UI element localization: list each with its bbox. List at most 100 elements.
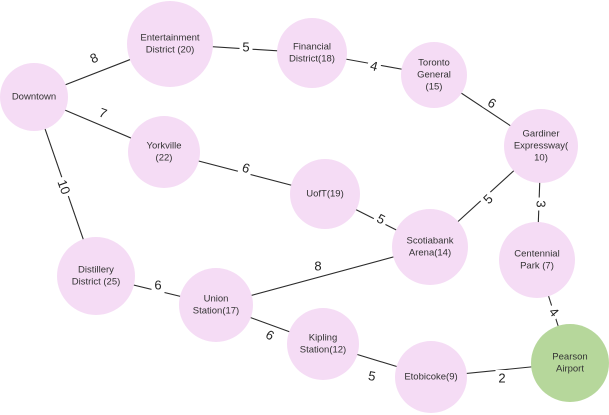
node-label-line: District(18) xyxy=(289,54,335,65)
node-circle xyxy=(290,159,360,229)
node-circle xyxy=(277,18,347,88)
node-label-line: Gardiner xyxy=(523,129,560,140)
edge-weight-downtown-entertainment: 8 xyxy=(84,48,104,68)
node-label-line: Toronto xyxy=(418,58,450,69)
edge-weight-bg xyxy=(364,366,380,386)
node-uoft[interactable]: UofT(19) xyxy=(290,159,360,229)
node-circle xyxy=(531,324,609,402)
node-label-line: General xyxy=(417,70,451,81)
node-etobicoke[interactable]: Etobicoke(9) xyxy=(395,341,467,413)
edge-weight-gardiner-centennial: 3 xyxy=(533,197,549,211)
edge-weight-label: 5 xyxy=(367,368,377,384)
node-circle xyxy=(57,237,135,315)
node-label-line: Station(12) xyxy=(300,345,346,356)
node-label-line: 10) xyxy=(534,153,548,164)
edge-weight-bg xyxy=(311,258,325,274)
edge-weight-etobicoke-pearson: 2 xyxy=(495,370,509,386)
edge-weight-bg xyxy=(53,174,75,200)
node-label-line: Station(17) xyxy=(193,306,239,317)
edge-weight-bg xyxy=(533,197,549,211)
edge-weight-downtown-yorkville: 7 xyxy=(94,103,112,123)
edge-weight-label: 8 xyxy=(314,259,321,274)
edge-weight-entertainment-financial: 5 xyxy=(239,39,253,55)
edge-weight-bg xyxy=(237,158,255,178)
node-label-line: UofT(19) xyxy=(306,189,343,200)
node-circle xyxy=(499,222,575,298)
edge-weight-bg xyxy=(495,370,509,386)
node-circle xyxy=(401,42,467,108)
edge-weight-label: 4 xyxy=(369,58,380,74)
node-label-line: Airport xyxy=(556,364,584,375)
node-circle xyxy=(128,116,200,188)
edge-weight-scotiabank-gardiner: 5 xyxy=(477,188,499,210)
edge-weight-toronto-general-gardiner: 6 xyxy=(482,92,502,114)
edge-weight-bg xyxy=(482,92,502,114)
edge-weight-bg xyxy=(543,301,565,323)
node-label-line: Etobicoke(9) xyxy=(404,372,457,383)
node-circle xyxy=(127,1,213,87)
edge-weight-centennial-pearson: 4 xyxy=(543,301,565,323)
edge-weight-bg xyxy=(365,56,383,76)
edge-weight-union-scotiabank: 8 xyxy=(311,258,325,274)
edge-weight-bg xyxy=(84,48,104,68)
node-circle xyxy=(179,268,253,342)
node-label-line: Union xyxy=(204,294,229,305)
edge-weight-bg xyxy=(260,324,280,346)
node-label-line: Pearson xyxy=(552,352,587,363)
edge-weight-bg xyxy=(151,277,165,293)
node-label-line: Distillery xyxy=(78,265,114,276)
node-yorkville[interactable]: Yorkville(22) xyxy=(128,116,200,188)
node-label-line: Scotiabank xyxy=(406,236,453,247)
node-label-line: Entertainment xyxy=(140,33,200,44)
node-circle xyxy=(392,209,468,285)
node-label-line: District (25) xyxy=(72,277,121,288)
node-label-line: Expressway( xyxy=(514,141,569,152)
edge-weight-bg xyxy=(371,208,391,230)
node-label-line: Centennial xyxy=(514,249,559,260)
node-label-line: Park (7) xyxy=(520,261,554,272)
node-circle xyxy=(395,341,467,413)
edge-weight-kipling-etobicoke: 5 xyxy=(364,366,380,386)
edge-weight-bg xyxy=(477,188,499,210)
node-label-line: Yorkville xyxy=(146,141,181,152)
edge-weight-financial-toronto-general: 4 xyxy=(365,56,383,76)
edge-weight-bg xyxy=(239,39,253,55)
node-label-line: (15) xyxy=(426,82,443,93)
weights-layer: 8 5 4 6 7 6 5 5 3 10 6 8 6 5 2 4 xyxy=(53,39,565,386)
edge-weight-label: 3 xyxy=(534,200,549,207)
node-circle xyxy=(0,63,68,131)
node-label-line: Downtown xyxy=(12,92,56,103)
node-label-line: Kipling xyxy=(309,333,338,344)
edge-weight-label: 6 xyxy=(240,160,252,177)
edge-weight-label: 2 xyxy=(498,371,505,386)
edge-weight-bg xyxy=(94,103,112,123)
edge-weight-union-kipling: 6 xyxy=(260,324,280,346)
node-label-line: (22) xyxy=(156,153,173,164)
edge-weight-downtown-distillery: 10 xyxy=(53,174,75,200)
node-circle xyxy=(287,308,359,380)
edge-weight-label: 7 xyxy=(97,105,109,122)
node-downtown[interactable]: Downtown xyxy=(0,63,68,131)
edge-weight-label: 5 xyxy=(242,40,249,55)
node-label-line: District (20) xyxy=(146,45,195,56)
edge-weight-uoft-scotiabank: 5 xyxy=(371,208,391,230)
node-label-line: Financial xyxy=(293,42,331,53)
edge-weight-label: 10 xyxy=(54,178,73,197)
edge-weight-distillery-union: 6 xyxy=(151,277,165,293)
edge-weight-label: 6 xyxy=(154,278,161,293)
node-circle xyxy=(504,109,578,183)
edge-weight-yorkville-uoft: 6 xyxy=(237,158,255,178)
node-label-line: Arena(14) xyxy=(409,248,451,259)
